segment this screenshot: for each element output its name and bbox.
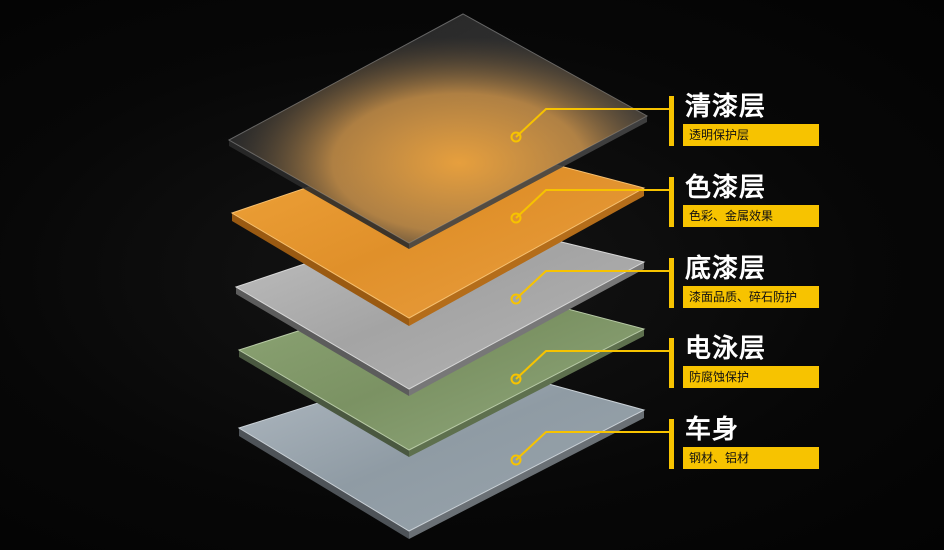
layer-clearcoat xyxy=(227,13,649,249)
dot-primer xyxy=(510,293,522,305)
label-desc: 透明保护层 xyxy=(689,128,750,142)
label-title: 车身 xyxy=(685,415,740,445)
label-desc: 漆面品质、碎石防护 xyxy=(689,290,798,304)
label-desc: 钢材、铝材 xyxy=(689,451,750,465)
label-tick xyxy=(669,177,674,227)
label-desc-bar: 透明保护层 xyxy=(683,124,819,146)
leader-line-basecoat xyxy=(515,189,669,219)
leader-line-primer xyxy=(515,270,669,300)
dot-ecoat xyxy=(510,373,522,385)
label-title: 清漆层 xyxy=(685,92,767,122)
label-desc: 防腐蚀保护 xyxy=(689,370,750,384)
leader-dots xyxy=(510,131,522,466)
label-tick xyxy=(669,338,674,388)
label-title: 色漆层 xyxy=(685,173,767,203)
label-desc-bar: 防腐蚀保护 xyxy=(683,366,819,388)
label-tick xyxy=(669,96,674,146)
dot-clearcoat xyxy=(510,131,522,143)
leader-line-clearcoat xyxy=(515,108,669,138)
leader-lines xyxy=(515,108,669,461)
leader-line-body xyxy=(515,431,669,461)
dot-body xyxy=(510,454,522,466)
label-tick xyxy=(669,258,674,308)
label-tick xyxy=(669,419,674,469)
label-desc-bar: 钢材、铝材 xyxy=(683,447,819,469)
label-title: 底漆层 xyxy=(685,254,767,284)
leader-line-ecoat xyxy=(515,350,669,380)
dot-basecoat xyxy=(510,212,522,224)
label-desc-bar: 漆面品质、碎石防护 xyxy=(683,286,819,308)
label-desc-bar: 色彩、金属效果 xyxy=(683,205,819,227)
label-title: 电泳层 xyxy=(685,334,767,364)
label-desc: 色彩、金属效果 xyxy=(689,209,774,223)
